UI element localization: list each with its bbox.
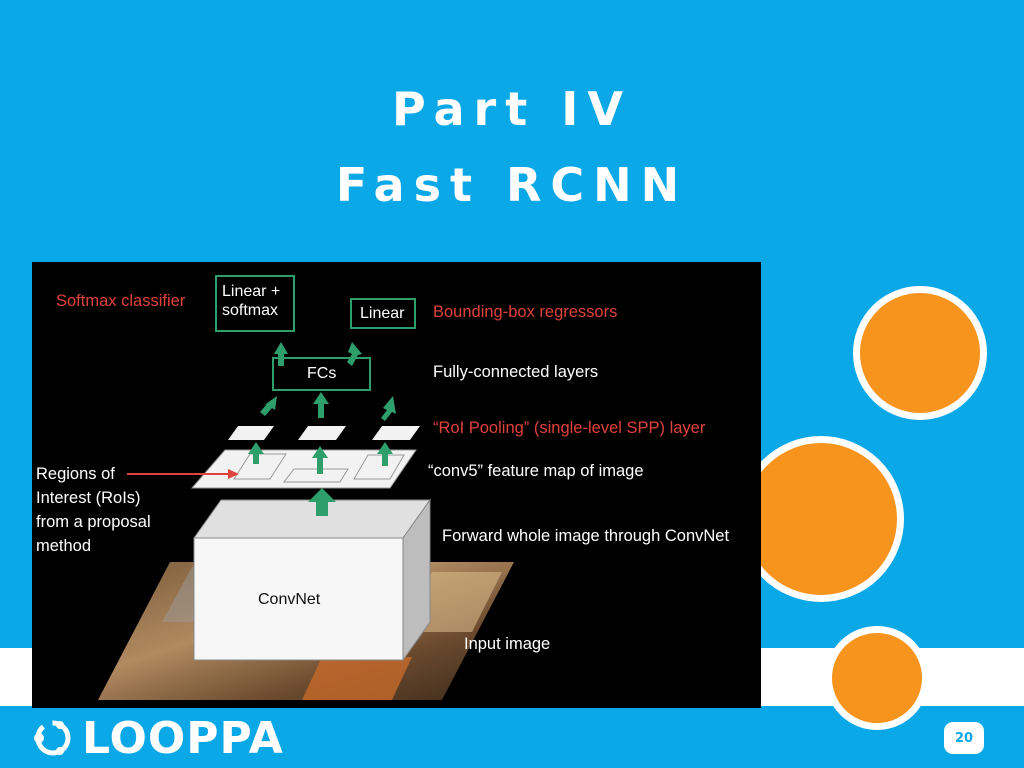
decor-circle-middle bbox=[738, 436, 904, 602]
slide-title-line1: Part IV bbox=[392, 82, 632, 136]
page-number: 20 bbox=[944, 722, 984, 754]
softmax-classifier-label: Softmax classifier bbox=[56, 292, 186, 310]
linear-softmax-box bbox=[215, 275, 295, 332]
fcs-box bbox=[272, 357, 371, 391]
roi-pointer-arrowhead bbox=[228, 469, 239, 479]
roi-pool-plate-2 bbox=[298, 426, 346, 440]
convnet-box-front bbox=[193, 537, 404, 661]
input-image-label: Input image bbox=[464, 635, 551, 653]
linear-label: Linear bbox=[360, 305, 405, 322]
logo-text: LOOPPA bbox=[82, 712, 284, 764]
slide-title-line2: Fast RCNN bbox=[335, 158, 689, 212]
roi-pool-plate-3 bbox=[372, 426, 420, 440]
up-arrows bbox=[248, 342, 396, 516]
diagram-graphics bbox=[98, 275, 514, 700]
fast-rcnn-diagram: Linear + softmax Linear FCs ConvNet Soft… bbox=[32, 262, 761, 708]
decor-circle-top bbox=[853, 286, 987, 420]
bbox-regressors-label: Bounding-box regressors bbox=[433, 303, 618, 321]
convnet-box-top bbox=[193, 499, 431, 539]
looppa-logo: LOOPPA bbox=[30, 712, 284, 764]
decor-circle-bottom bbox=[825, 626, 929, 730]
forward-label: Forward whole image through ConvNet bbox=[442, 527, 730, 545]
rois-label: Regions of Interest (RoIs) from a propos… bbox=[36, 465, 151, 555]
fcs-label: FCs bbox=[307, 365, 337, 382]
linear-box bbox=[350, 298, 416, 329]
conv5-label: “conv5” feature map of image bbox=[428, 462, 644, 480]
logo-icon bbox=[34, 720, 71, 756]
roi-pool-plate-1 bbox=[228, 426, 274, 440]
fc-layers-label: Fully-connected layers bbox=[433, 363, 599, 381]
linear-softmax-label: Linear + softmax bbox=[222, 283, 281, 319]
convnet-label: ConvNet bbox=[258, 591, 321, 608]
roi-pooling-label: “RoI Pooling” (single-level SPP) layer bbox=[433, 419, 706, 437]
